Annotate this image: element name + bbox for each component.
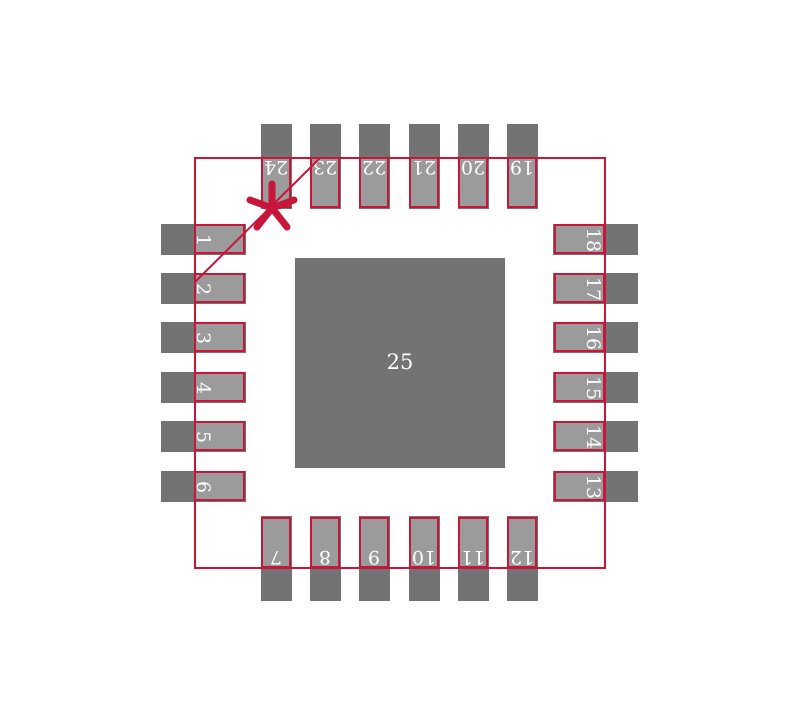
pin-label-7: 7 [270,546,282,568]
pin-label-17: 17 [582,277,604,301]
pin-label-5: 5 [192,431,214,443]
pin-label-19: 19 [510,156,534,178]
pad-10: 10 [409,516,440,601]
pin-label-6: 6 [192,481,214,493]
pin-label-13: 13 [582,475,604,499]
pin-label-18: 18 [582,228,604,252]
pin-label-2: 2 [192,283,214,295]
pad-16: 16 [553,322,638,353]
pad-11: 11 [458,516,489,601]
pad-9: 9 [359,516,390,601]
pad-7: 7 [261,516,292,601]
right-pads: 18 17 16 15 14 13 [553,224,638,502]
pad-4: 4 [161,372,246,403]
silkscreen-outline [194,157,606,569]
pad-1: 1 [161,224,246,255]
pad-20: 20 [458,124,489,209]
pad-6: 6 [161,471,246,502]
pin-label-3: 3 [192,332,214,344]
pin-label-10: 10 [412,546,436,568]
pad-8: 8 [310,516,341,601]
pad-15: 15 [553,372,638,403]
pad-13: 13 [553,471,638,502]
pin-label-11: 11 [461,546,485,568]
bottom-pads: 7 8 9 10 11 12 [261,516,538,601]
pin1-marker-icon [246,180,298,231]
pad-3: 3 [161,322,246,353]
pin-label-24: 24 [264,156,288,178]
pad-24: 24 [261,124,292,209]
pad-19: 19 [507,124,538,209]
pin-label-16: 16 [582,326,604,350]
pad-22: 22 [359,124,390,209]
left-pads: 1 2 3 4 5 6 [161,224,246,502]
pad-12: 12 [507,516,538,601]
pad-17: 17 [553,273,638,304]
pad-14: 14 [553,421,638,452]
thermal-pad: 25 [295,258,505,468]
pad-2: 2 [161,273,246,304]
thermal-pad-label: 25 [387,350,414,374]
pin-label-8: 8 [319,546,331,568]
pin-label-1: 1 [192,234,214,246]
pin-label-4: 4 [192,382,214,394]
pin-label-22: 22 [362,156,386,178]
pin-label-15: 15 [582,376,604,400]
pad-18: 18 [553,224,638,255]
pin-label-12: 12 [510,546,534,568]
pin-label-20: 20 [461,156,485,178]
pin-label-23: 23 [313,156,337,178]
pad-23: 23 [310,124,341,209]
pad-21: 21 [409,124,440,209]
top-pads: 24 23 22 21 20 19 [261,124,538,209]
pin1-chamfer-line [194,157,321,283]
pad-5: 5 [161,421,246,452]
pin-label-14: 14 [582,425,604,449]
pin-label-9: 9 [368,546,380,568]
pin-label-21: 21 [412,156,436,178]
